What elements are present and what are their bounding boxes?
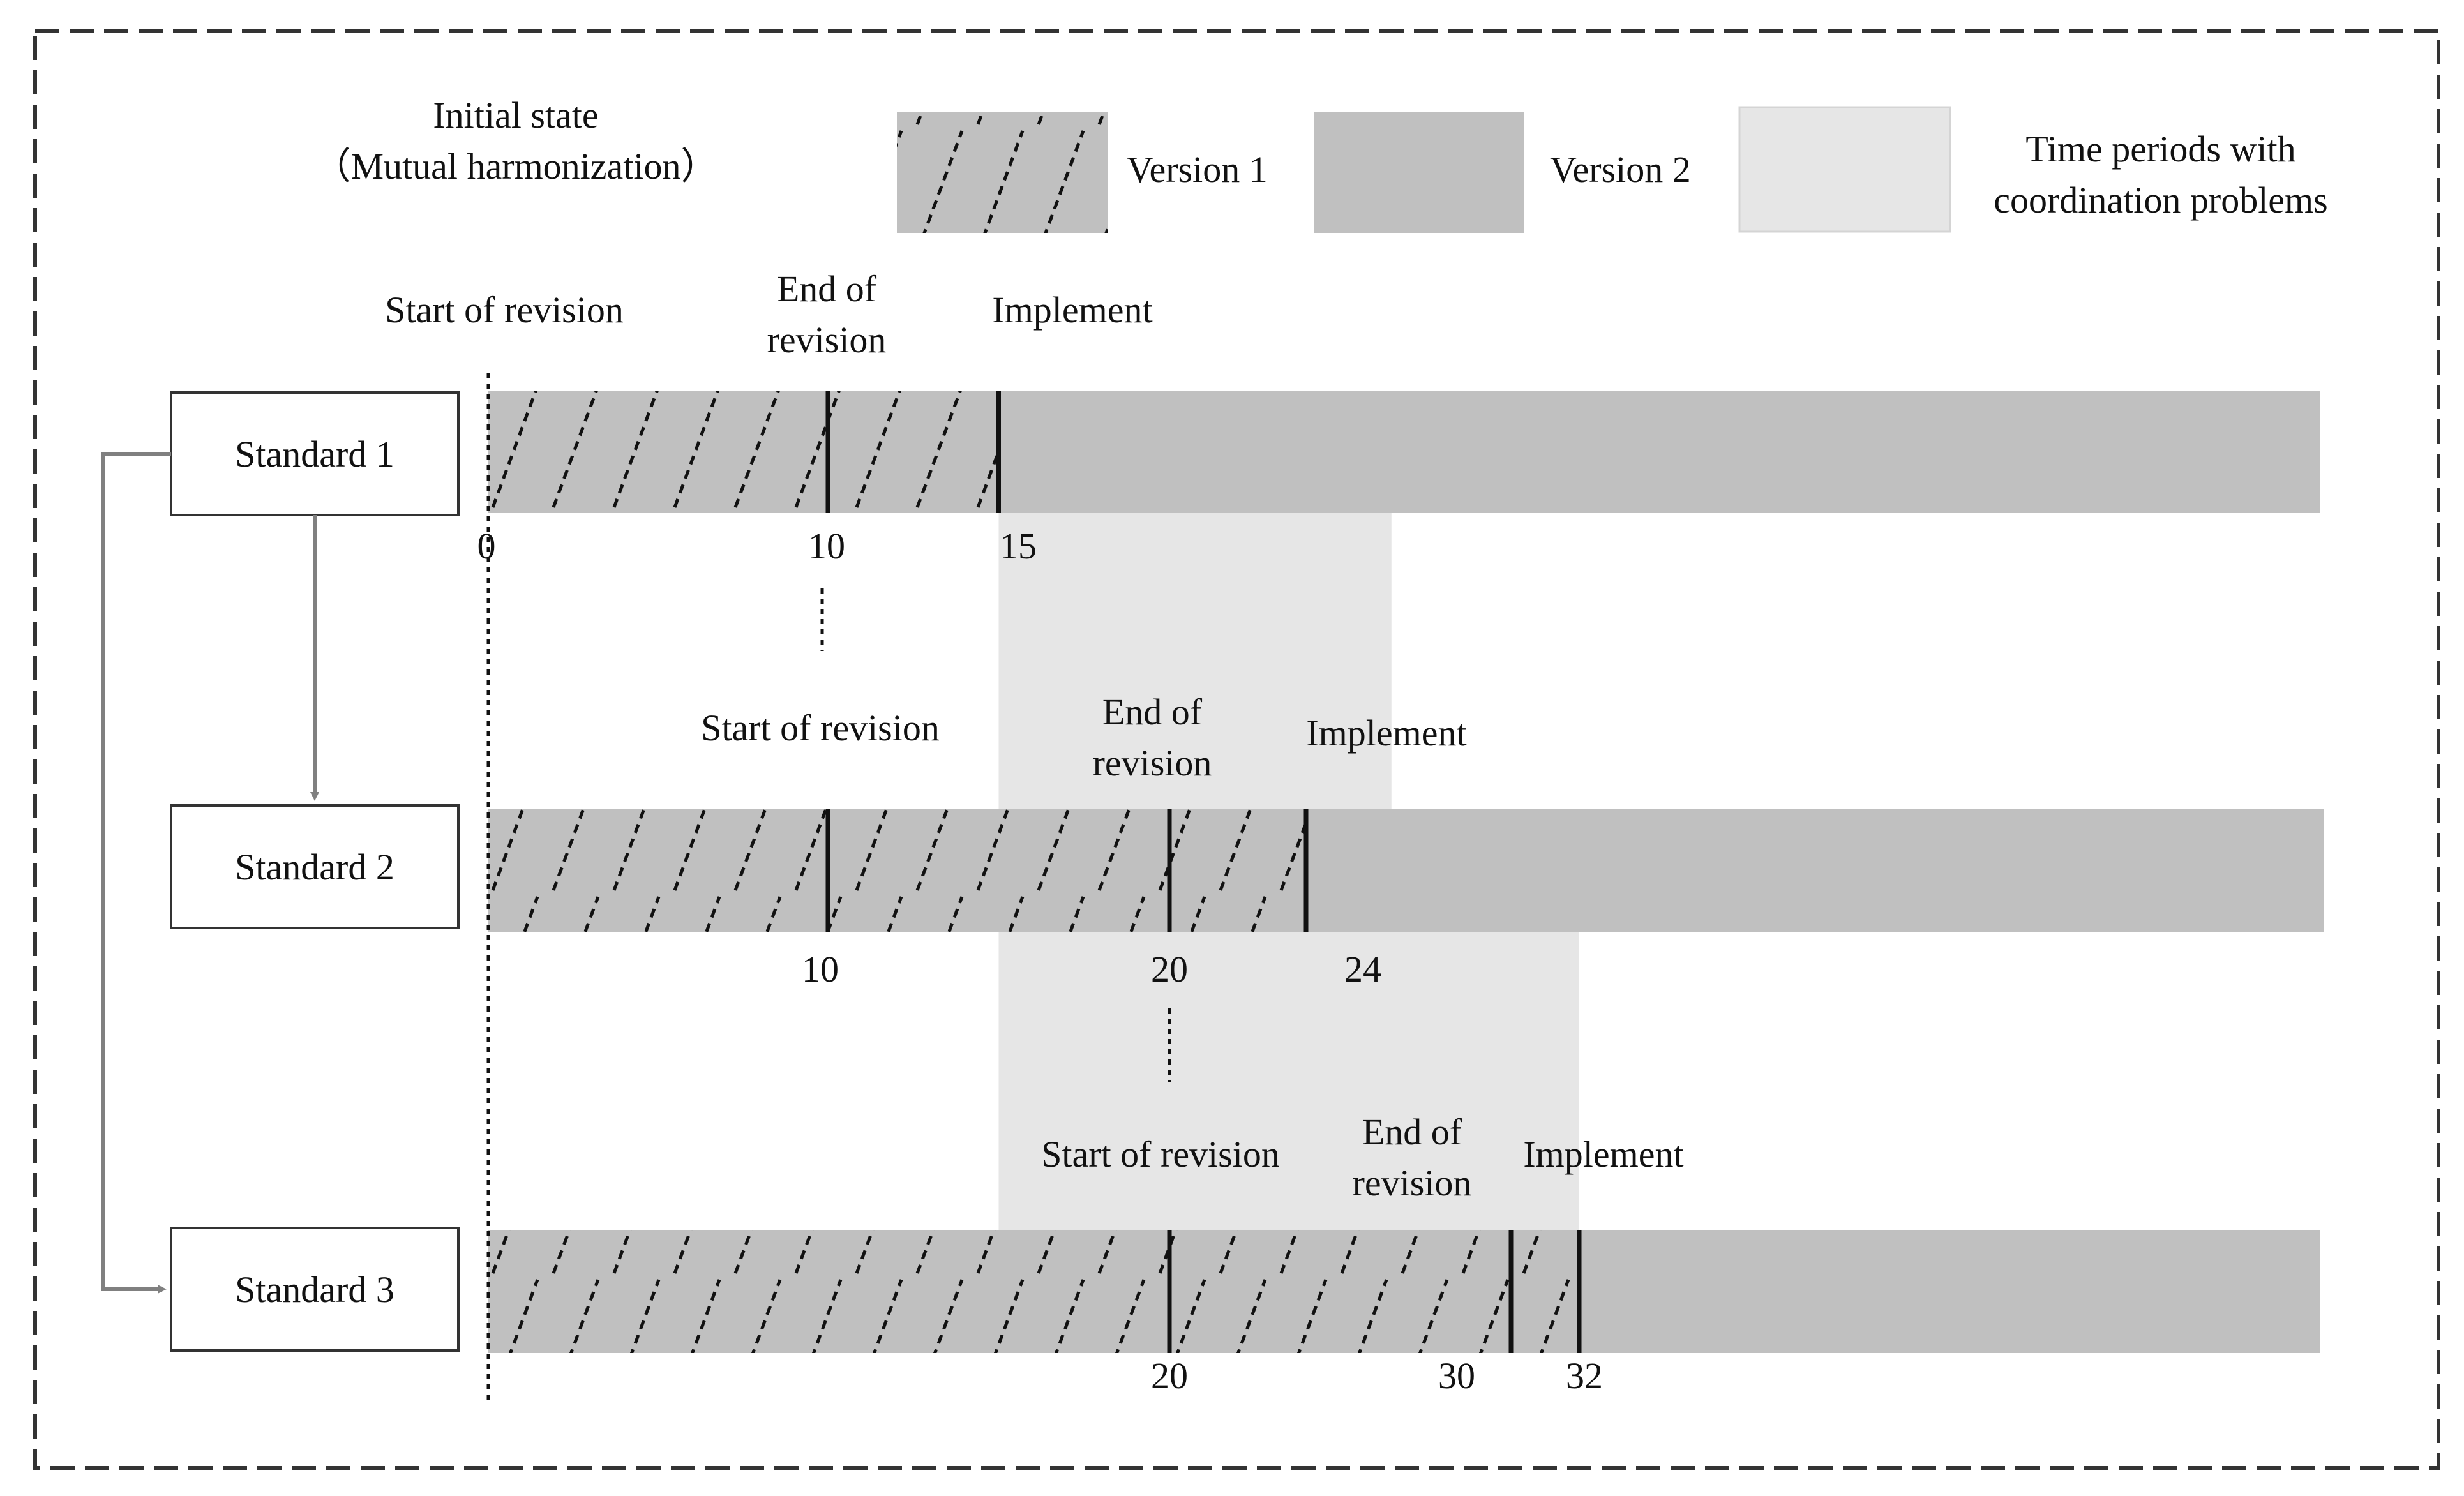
standard-boxes: Standard 1 Standard 2 Standard 3 <box>170 391 460 1352</box>
standard-2-version1-hatch <box>488 809 1306 932</box>
standard-3-box <box>170 1227 460 1352</box>
timelines <box>488 391 2324 1353</box>
connector-arrows <box>101 452 319 1294</box>
std3-end-label-line2: revision <box>1353 1162 1472 1204</box>
std3-tick-start: 20 <box>1151 1355 1188 1396</box>
std2-tick-end: 20 <box>1151 948 1188 990</box>
standard-1-timeline <box>488 391 2320 513</box>
std3-start-label: Start of revision <box>1041 1133 1280 1175</box>
standard-3-label: Standard 3 <box>235 1269 394 1310</box>
standard-2-box <box>170 804 460 929</box>
guide-lines <box>486 373 1171 1404</box>
standard-1-label: Standard 1 <box>235 433 394 475</box>
standard-1-version1-hatch <box>488 391 999 513</box>
std1-implement-label: Implement <box>992 289 1152 331</box>
std3-tick-end: 30 <box>1438 1355 1475 1396</box>
standard-2-timeline <box>488 809 2324 932</box>
legend: Initial state （Mutual harmonization） Ver… <box>313 94 2328 233</box>
std1-tick-start: 0 <box>477 525 496 567</box>
outer-dashed-frame <box>33 29 2440 1470</box>
phase-labels: Start of revision End of revision Implem… <box>385 268 1683 1204</box>
std3-implement-label: Implement <box>1523 1133 1683 1175</box>
legend-initial-state-line1: Initial state <box>433 94 598 136</box>
legend-initial-state-line2: （Mutual harmonization） <box>313 146 717 187</box>
standard-1-box <box>170 391 460 516</box>
std3-end-label-line1: End of <box>1362 1111 1462 1153</box>
std1-tick-implement: 15 <box>1000 525 1037 567</box>
legend-version2-swatch <box>1314 112 1524 233</box>
std1-end-label-line2: revision <box>767 319 887 361</box>
standard-2-label: Standard 2 <box>235 846 394 888</box>
std1-start-label: Start of revision <box>385 289 624 331</box>
std1-tick-end: 10 <box>808 525 845 567</box>
tick-labels: 0 10 15 10 20 24 20 30 32 <box>477 525 1604 1396</box>
std2-end-label-line2: revision <box>1093 742 1212 784</box>
legend-coordination-line1: Time periods with <box>2025 128 2295 170</box>
standard-3-version1-hatch <box>488 1230 1579 1353</box>
legend-version1-label: Version 1 <box>1127 149 1268 190</box>
std2-start-label: Start of revision <box>701 707 940 749</box>
std3-tick-implement: 32 <box>1566 1355 1603 1396</box>
coordination-periods <box>998 513 1579 1353</box>
std1-end-label-line1: End of <box>777 268 877 310</box>
standard-3-timeline <box>488 1230 2320 1353</box>
legend-version2-label: Version 2 <box>1550 149 1691 190</box>
legend-coordination-swatch <box>1738 106 1951 233</box>
coordination-period-1 <box>998 513 1392 809</box>
std2-end-label-line1: End of <box>1102 691 1203 733</box>
legend-version1-hatch <box>897 112 1108 233</box>
arrow-standard1-to-standard3 <box>101 452 171 1294</box>
std2-tick-implement: 24 <box>1344 948 1381 990</box>
legend-coordination-line2: coordination problems <box>1994 179 2328 221</box>
std2-tick-start: 10 <box>802 948 839 990</box>
std2-implement-label: Implement <box>1306 712 1466 754</box>
